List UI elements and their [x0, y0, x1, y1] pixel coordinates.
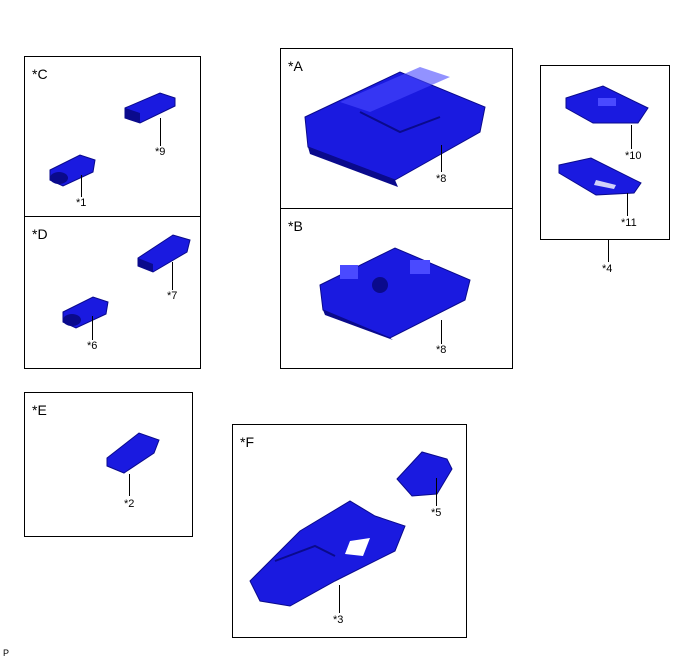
- corner-mark: P: [3, 648, 10, 658]
- part-2-number: *2: [124, 498, 135, 510]
- panel-c: [24, 56, 201, 217]
- leader-1: [81, 175, 82, 197]
- leader-2: [129, 474, 130, 496]
- part-8-number-a: *8: [436, 173, 447, 185]
- part-7-number: *7: [167, 290, 178, 302]
- part-2-illustration: [106, 432, 160, 474]
- part-6-number: *6: [87, 340, 98, 352]
- panel-a-label: *A: [288, 58, 303, 74]
- part-1-number: *1: [76, 197, 87, 209]
- leader-8-b: [441, 320, 442, 344]
- part-4-number: *4: [602, 263, 613, 275]
- part-11-number: *11: [621, 217, 637, 229]
- part-7-illustration: [137, 234, 191, 273]
- leader-11: [627, 193, 628, 216]
- part-9-number: *9: [155, 146, 166, 158]
- part-6-illustration: [62, 296, 109, 329]
- leader-8-a: [441, 145, 442, 172]
- part-5-number: *5: [431, 507, 442, 519]
- leader-7: [172, 262, 173, 290]
- panel-e-label: *E: [32, 402, 47, 418]
- leader-5: [436, 478, 437, 506]
- panel-d-label: *D: [32, 226, 48, 242]
- part-8-number-b: *8: [436, 344, 447, 356]
- leader-6: [92, 316, 93, 340]
- part-5-illustration: [396, 451, 453, 497]
- part-10-number: *10: [625, 150, 642, 162]
- part-3-number: *3: [333, 614, 344, 626]
- leader-10: [631, 125, 632, 149]
- part-8-illustration-a: [304, 67, 486, 187]
- part-9-illustration: [124, 92, 176, 124]
- part-8-illustration-b: [319, 247, 471, 340]
- part-11-illustration: [558, 157, 642, 196]
- leader-3: [339, 585, 340, 613]
- panel-c-label: *C: [32, 66, 48, 82]
- part-3-illustration: [249, 500, 406, 607]
- panel-f-label: *F: [240, 434, 254, 450]
- part-1-illustration: [49, 154, 96, 187]
- panel-b-label: *B: [288, 218, 303, 234]
- leader-4: [608, 240, 609, 262]
- part-10-illustration: [565, 85, 649, 124]
- leader-9: [160, 118, 161, 146]
